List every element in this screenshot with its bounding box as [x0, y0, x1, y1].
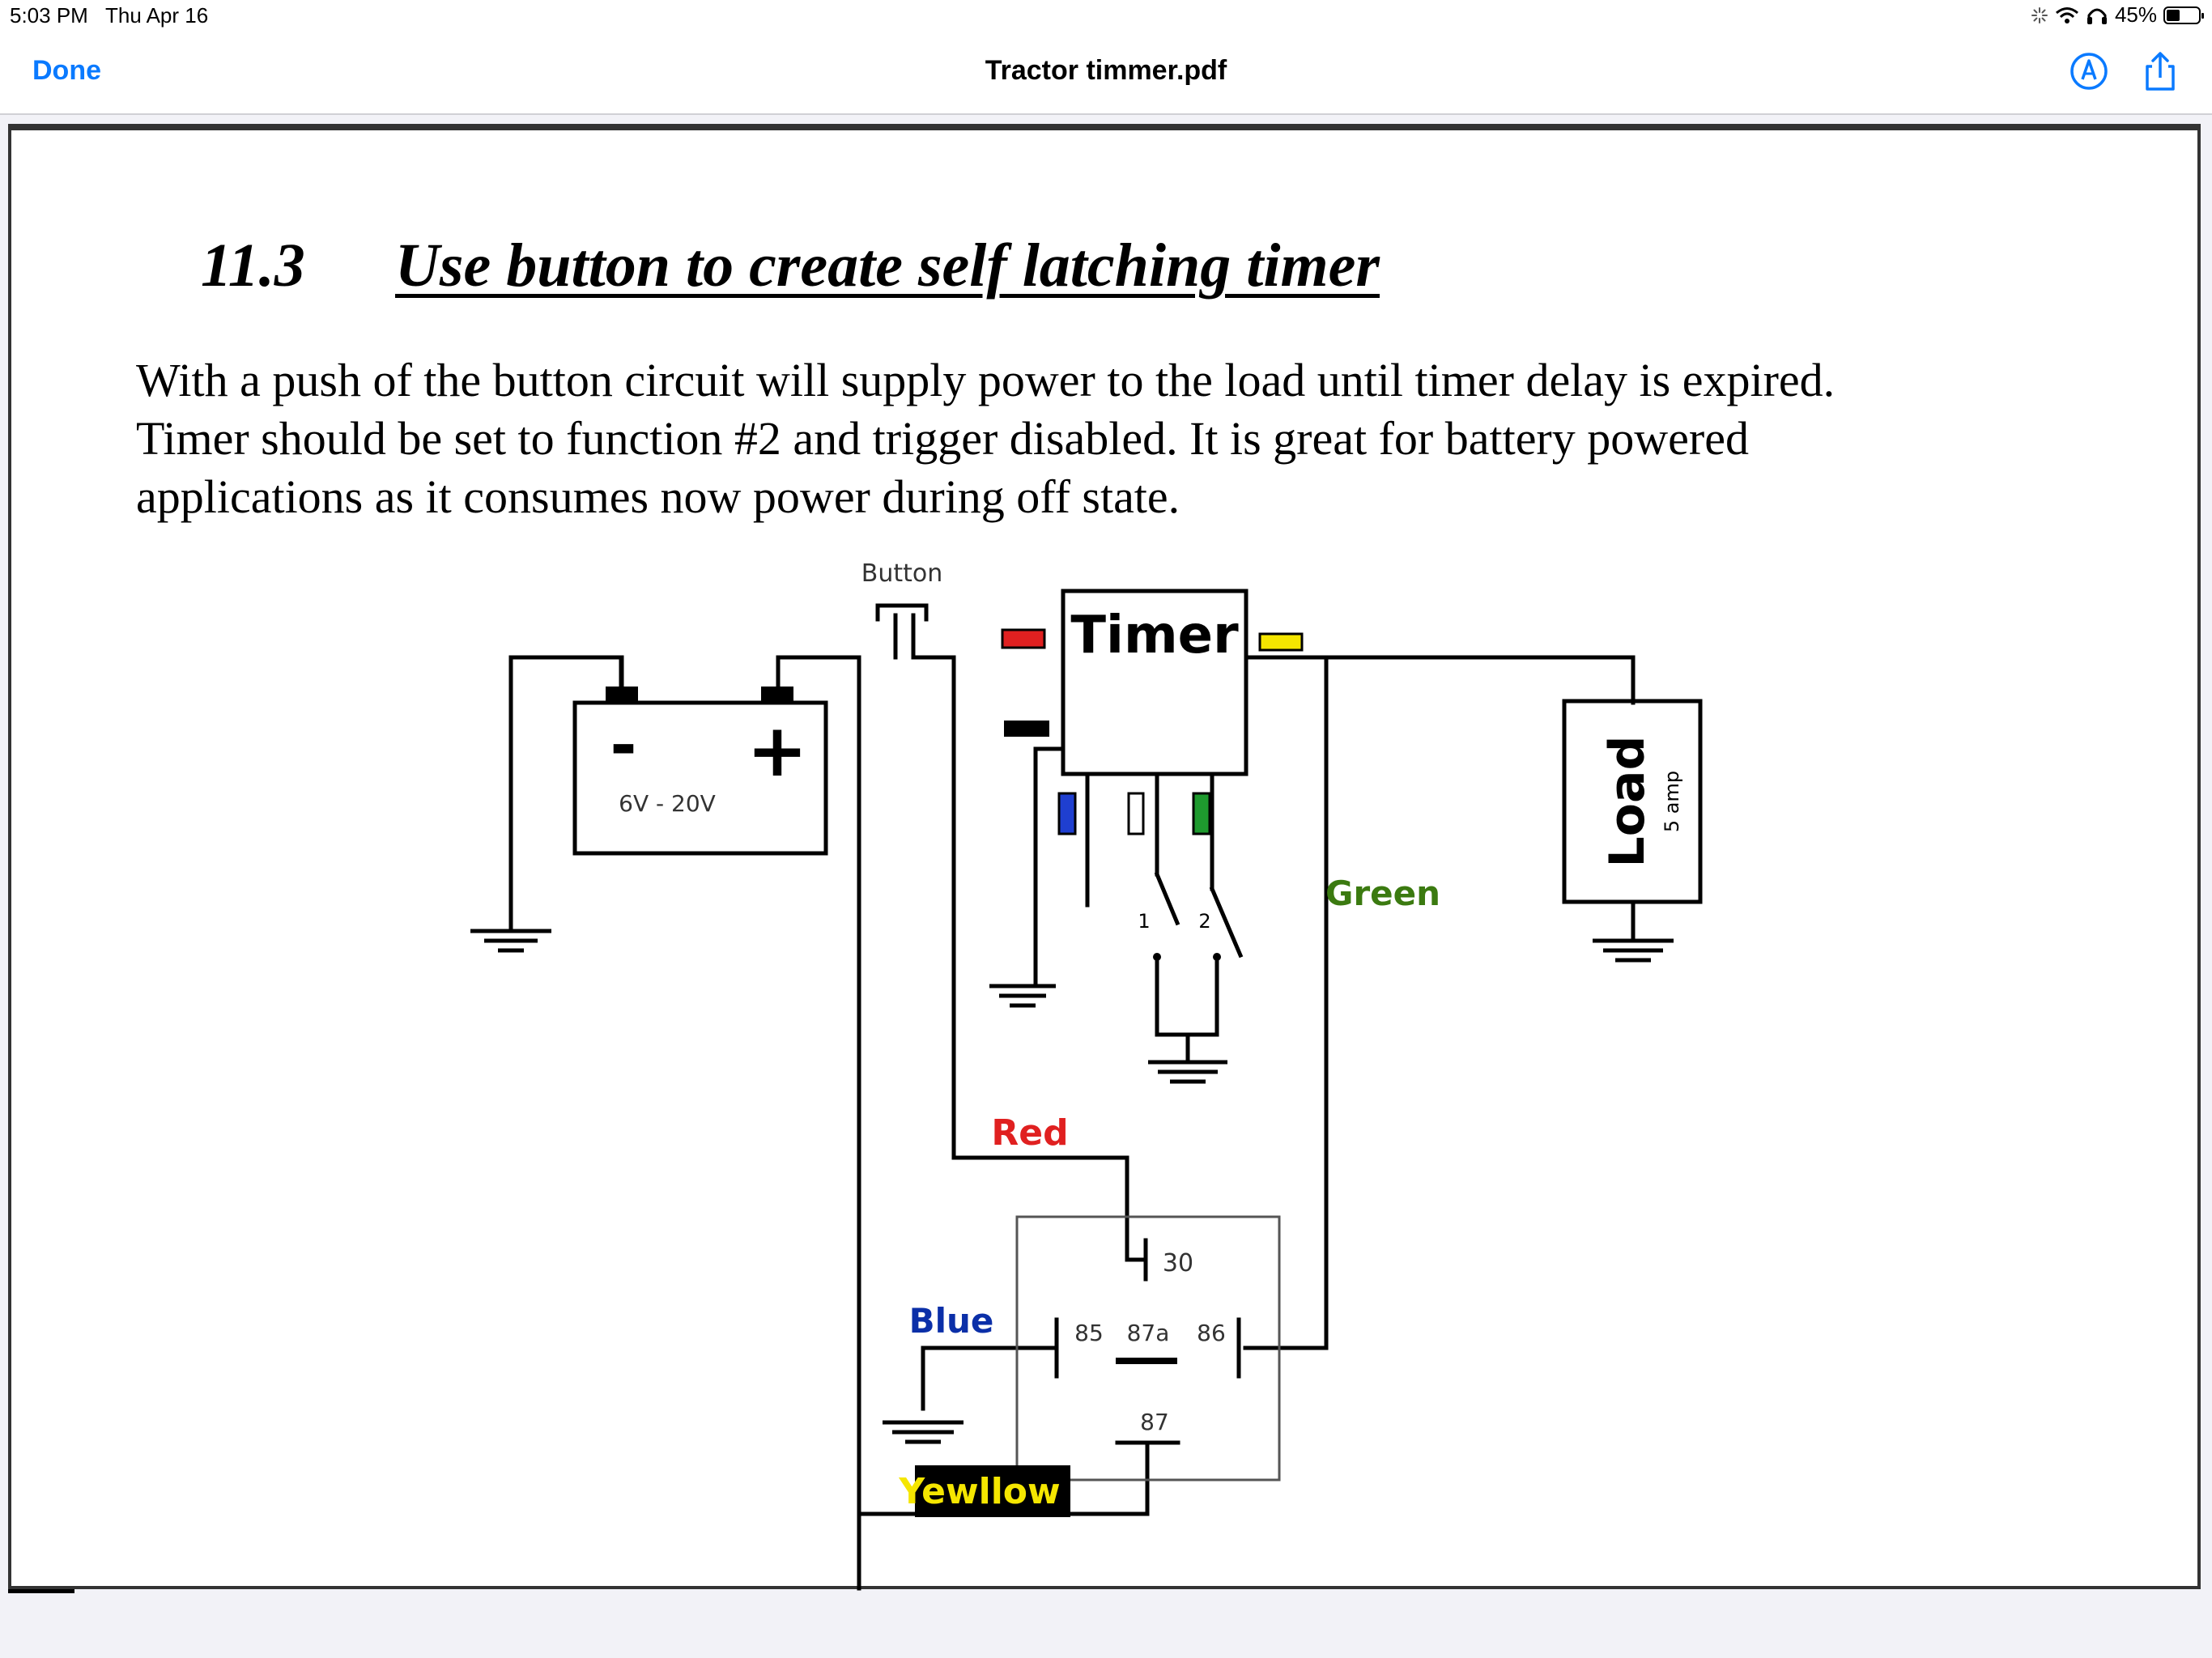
description-paragraph: With a push of the button circuit will s…: [136, 351, 2079, 526]
document-title: Tractor timmer.pdf: [985, 55, 1227, 86]
load-label: Load: [1599, 736, 1656, 868]
battery-icon: [2163, 6, 2204, 24]
done-button[interactable]: Done: [32, 55, 101, 86]
navigation-bar: Done Tractor timmer.pdf: [0, 32, 2212, 115]
ground-icon: [883, 1420, 963, 1444]
paragraph-line: Timer should be set to function #2 and t…: [136, 412, 1749, 465]
status-bar: 5:03 PM Thu Apr 16 45%: [0, 0, 2212, 32]
yellow-wire-label-box: [915, 1465, 1070, 1517]
timer-label: Timer: [1070, 606, 1239, 665]
battery-percent: 45%: [2114, 2, 2157, 27]
green-wire-label: Green: [1325, 874, 1440, 913]
ground-icon: [1593, 938, 1674, 963]
ground-icon: [989, 984, 1056, 1008]
relay-terminal-87a: 87a: [1127, 1320, 1170, 1346]
ground-icon: [1148, 1060, 1227, 1084]
wifi-icon: [2055, 6, 2078, 23]
section-number: 11.3: [201, 232, 305, 300]
activity-icon: [2031, 6, 2048, 23]
paragraph-line: applications as it consumes now power du…: [136, 470, 1180, 523]
relay-terminal-85: 85: [1074, 1320, 1104, 1346]
relay-terminal-86: 86: [1197, 1320, 1226, 1346]
status-time: 5:03 PM: [10, 3, 88, 28]
blue-wire-label: Blue: [909, 1301, 994, 1341]
share-icon[interactable]: [2138, 49, 2183, 94]
battery-voltage-label: 6V - 20V: [619, 790, 716, 817]
switch-1-label: 1: [1138, 910, 1150, 933]
section-title: Use button to create self latching timer: [395, 232, 1380, 300]
status-indicators: 45%: [2031, 2, 2204, 28]
switch-2-label: 2: [1198, 910, 1210, 933]
relay-terminal-30: 30: [1163, 1249, 1193, 1278]
button-label: Button: [861, 559, 943, 588]
status-date: Thu Apr 16: [105, 3, 209, 28]
page-scroll-indicator: [8, 1589, 74, 1593]
yellow-wire-label: Yewllow: [898, 1471, 1060, 1512]
markup-icon[interactable]: [2066, 49, 2112, 94]
paragraph-line: With a push of the button circuit will s…: [136, 354, 1836, 406]
red-wire-label: Red: [991, 1112, 1068, 1154]
pdf-page[interactable]: [8, 124, 2201, 1589]
ground-icon: [470, 929, 551, 953]
headphones-icon: [2087, 8, 2107, 24]
relay-terminal-87: 87: [1140, 1409, 1169, 1435]
load-rating-label: 5 amp: [1661, 771, 1683, 832]
battery-minus-label: -: [610, 708, 636, 783]
battery-plus-label: +: [747, 708, 807, 793]
